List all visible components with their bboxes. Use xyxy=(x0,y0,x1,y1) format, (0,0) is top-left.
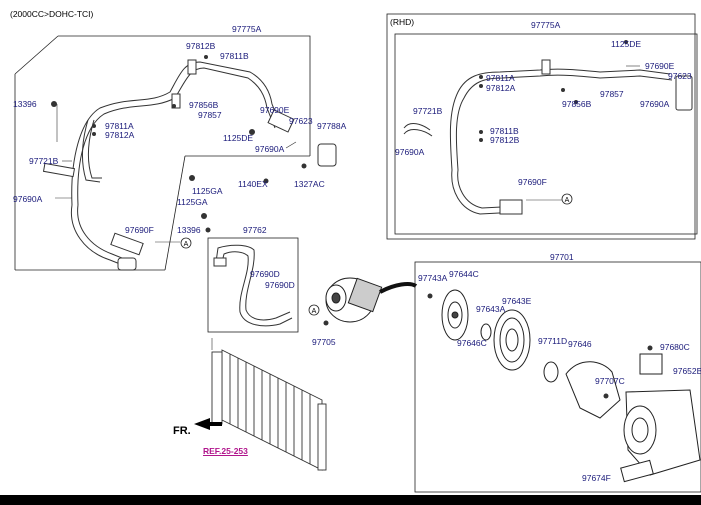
lhd-hose-fittings xyxy=(42,59,337,271)
callout-A-rhd: A xyxy=(561,193,573,205)
discharge-hose xyxy=(213,244,293,327)
svg-text:A: A xyxy=(312,308,317,315)
compressor-thumb xyxy=(325,277,418,323)
rhd-part-97690F[interactable]: 97690F xyxy=(518,177,547,187)
comp-part-97701[interactable]: 97701 xyxy=(550,252,574,262)
part-13396-bottom[interactable]: 13396 xyxy=(177,225,201,235)
rhd-part-97811A[interactable]: 97811A xyxy=(486,73,515,83)
part-97690A-top[interactable]: 97690A xyxy=(255,144,285,154)
comp-part-97711D[interactable]: 97711D xyxy=(538,336,568,346)
svg-text:A: A xyxy=(565,197,570,204)
fr-arrow xyxy=(194,418,222,430)
comp-part-97646C[interactable]: 97646C xyxy=(457,338,487,348)
comp-part-97652B[interactable]: 97652B xyxy=(673,366,701,376)
rhd-frame xyxy=(386,13,698,240)
compressor-frame xyxy=(414,261,701,493)
rhd-part-97690E[interactable]: 97690E xyxy=(645,61,675,71)
bottom-bar xyxy=(0,495,701,505)
comp-part-97646[interactable]: 97646 xyxy=(568,339,592,349)
comp-part-97674F[interactable]: 97674F xyxy=(582,473,611,483)
callout-A-lhd: A xyxy=(180,237,192,249)
part-1125GA-a[interactable]: 1125GA xyxy=(192,186,223,196)
part-97690F[interactable]: 97690F xyxy=(125,225,154,235)
part-97623[interactable]: 97623 xyxy=(289,116,313,126)
part-97856B[interactable]: 97856B xyxy=(189,100,219,110)
part-13396-top[interactable]: 13396 xyxy=(13,99,37,109)
discharge-hose-frame xyxy=(207,237,299,333)
comp-part-97707C[interactable]: 97707C xyxy=(595,376,625,386)
rhd-part-97812A[interactable]: 97812A xyxy=(486,83,516,93)
part-1125GA-b[interactable]: 1125GA xyxy=(177,197,208,207)
front-direction-label: FR. xyxy=(173,425,191,437)
lhd-suction-hose xyxy=(70,61,281,269)
rhd-part-97623[interactable]: 97623 xyxy=(668,71,692,81)
comp-part-97743A[interactable]: 97743A xyxy=(418,273,448,283)
part-1327AC[interactable]: 1327AC xyxy=(294,179,325,189)
condenser xyxy=(211,349,327,471)
rhd-part-97775A[interactable]: 97775A xyxy=(531,20,561,30)
ref-link[interactable]: REF.25-253 xyxy=(203,446,248,456)
svg-text:A: A xyxy=(184,241,189,248)
rhd-hoses xyxy=(403,59,693,215)
callout-A-compressor: A xyxy=(308,304,320,316)
comp-part-97643E[interactable]: 97643E xyxy=(502,296,532,306)
part-97690A-left[interactable]: 97690A xyxy=(13,194,43,204)
rhd-part-97856B[interactable]: 97856B xyxy=(562,99,592,109)
part-97775A[interactable]: 97775A xyxy=(232,24,262,34)
part-97690D-b[interactable]: 97690D xyxy=(265,280,295,290)
compressor-exploded xyxy=(441,289,701,483)
rhd-part-97857[interactable]: 97857 xyxy=(600,89,624,99)
part-97721B[interactable]: 97721B xyxy=(29,156,59,166)
rhd-part-97812B[interactable]: 97812B xyxy=(490,135,520,145)
part-97705[interactable]: 97705 xyxy=(312,337,336,347)
part-97811B[interactable]: 97811B xyxy=(220,51,249,61)
part-97812B[interactable]: 97812B xyxy=(186,41,216,51)
part-97857[interactable]: 97857 xyxy=(198,110,222,120)
part-97690E[interactable]: 97690E xyxy=(260,105,290,115)
part-97762[interactable]: 97762 xyxy=(243,225,267,235)
rhd-part-97721B[interactable]: 97721B xyxy=(413,106,443,116)
comp-part-97643A[interactable]: 97643A xyxy=(476,304,506,314)
comp-part-97644C[interactable]: 97644C xyxy=(449,269,479,279)
rhd-label: (RHD) xyxy=(390,17,415,27)
rhd-part-97690A-left[interactable]: 97690A xyxy=(395,147,425,157)
part-1125DE[interactable]: 1125DE xyxy=(223,133,254,143)
rhd-part-97811B[interactable]: 97811B xyxy=(490,126,519,136)
rhd-part-97690A-right[interactable]: 97690A xyxy=(640,99,670,109)
small-hardware xyxy=(51,40,653,399)
part-97812A[interactable]: 97812A xyxy=(105,130,135,140)
comp-part-97680C[interactable]: 97680C xyxy=(660,342,690,352)
part-97811A[interactable]: 97811A xyxy=(105,121,134,131)
rhd-part-1125DE[interactable]: 1125DE xyxy=(611,39,642,49)
part-97788A[interactable]: 97788A xyxy=(317,121,347,131)
leader-lines xyxy=(55,65,640,350)
part-1140EX[interactable]: 1140EX xyxy=(238,179,268,189)
engine-spec-label: (2000CC>DOHC-TCI) xyxy=(10,9,94,19)
part-97690D-a[interactable]: 97690D xyxy=(250,269,280,279)
lhd-hose-frame xyxy=(14,35,311,271)
